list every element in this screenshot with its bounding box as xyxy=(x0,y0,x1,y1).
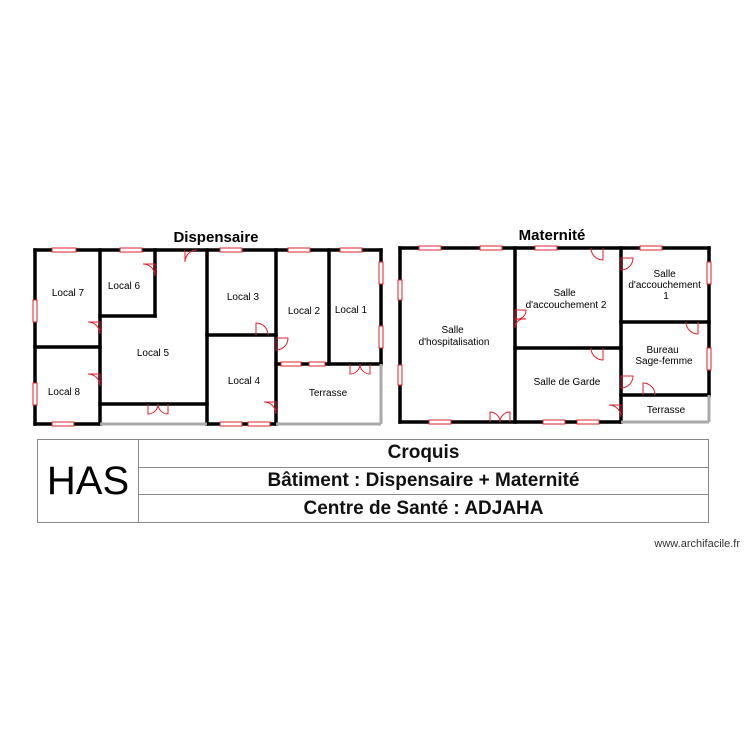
room-terrasse-dispensaire: Terrasse xyxy=(309,388,348,399)
dispensaire-plan xyxy=(33,248,383,426)
room-local-6: Local 6 xyxy=(108,281,141,292)
label-line: Salle xyxy=(553,288,576,299)
dispensaire-wall-openings xyxy=(280,361,326,367)
dispensaire-doors xyxy=(87,249,371,415)
room-salle-hospitalisation: Salle d'hospitalisation xyxy=(419,325,490,348)
label-line: Bureau xyxy=(646,345,678,356)
title-line-batiment: Bâtiment : Dispensaire + Maternité xyxy=(139,468,708,496)
room-local-3: Local 3 xyxy=(227,292,260,303)
room-local-8: Local 8 xyxy=(48,387,81,398)
room-local-5: Local 5 xyxy=(137,348,170,359)
label-line: Salle xyxy=(441,325,464,336)
title-line-centre: Centre de Santé : ADJAHA xyxy=(303,497,544,519)
has-logo: HAS xyxy=(38,440,139,522)
room-local-4: Local 4 xyxy=(228,376,261,387)
room-local-7: Local 7 xyxy=(52,288,85,299)
maternite-terrace-edges xyxy=(621,395,711,424)
room-local-2: Local 2 xyxy=(288,306,321,317)
dispensaire-windows xyxy=(32,247,384,427)
title-line-croquis: Croquis xyxy=(139,440,708,468)
label-line: 1 xyxy=(663,291,669,302)
label-line: d'accouchement 2 xyxy=(526,300,607,311)
room-local-1: Local 1 xyxy=(335,305,368,316)
label-line: d'accouchement xyxy=(628,280,701,291)
label-line: Salle xyxy=(653,269,676,280)
maternite-windows xyxy=(397,245,712,425)
maternite-title: Maternité xyxy=(519,227,586,244)
title-block: HAS Croquis Bâtiment : Dispensaire + Mat… xyxy=(37,439,709,523)
room-terrasse-maternite: Terrasse xyxy=(647,405,686,416)
label-line: Sage-femme xyxy=(635,356,693,367)
room-salle-accouchement-2: Salle d'accouchement 2 xyxy=(526,288,607,311)
room-bureau-sage-femme: Bureau Sage-femme xyxy=(635,345,693,367)
maternite-doors xyxy=(489,247,699,423)
room-salle-de-garde: Salle de Garde xyxy=(534,377,601,388)
dispensaire-title: Dispensaire xyxy=(173,229,258,246)
title-block-rows: Croquis Bâtiment : Dispensaire + Materni… xyxy=(139,440,708,522)
dispensaire-terrace-edges xyxy=(100,364,383,426)
room-salle-accouchement-1: Salle d'accouchement 1 xyxy=(628,269,703,302)
label-line: d'hospitalisation xyxy=(419,337,490,348)
watermark-link[interactable]: www.archifacile.fr xyxy=(654,538,740,550)
